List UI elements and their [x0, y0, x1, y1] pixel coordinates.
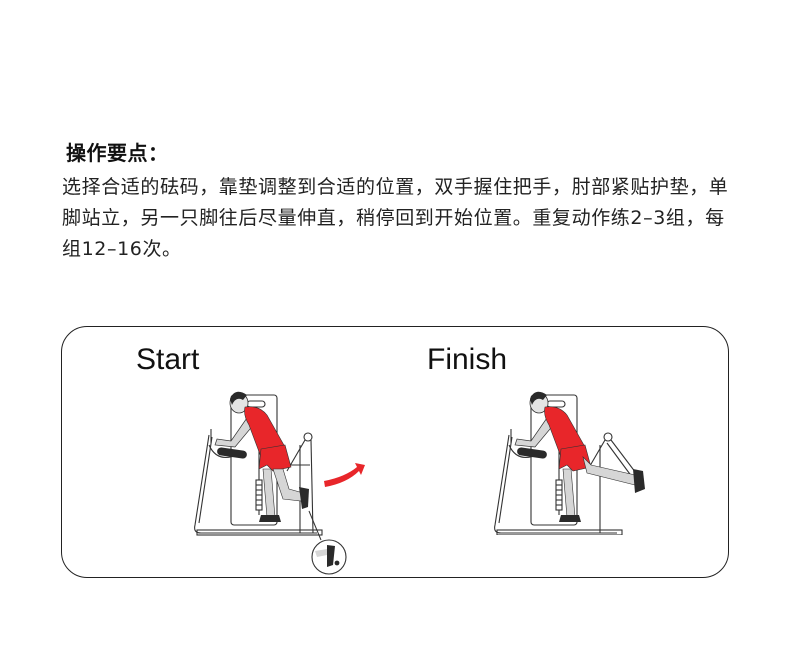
glute-kickback-start-icon	[194, 391, 365, 575]
finish-illustration	[487, 385, 727, 536]
section-heading: 操作要点：	[66, 141, 169, 165]
glute-kickback-finish-icon	[494, 391, 645, 536]
start-label: Start	[136, 343, 200, 376]
instructions-text: 选择合适的砝码，靠垫调整到合适的位置，双手握住把手，肘部紧贴护垫，单脚站立，另一…	[62, 176, 729, 260]
red-curved-arrow-icon	[324, 463, 365, 487]
start-illustration	[187, 385, 437, 575]
finish-label: Finish	[427, 343, 508, 376]
exercise-demo-panel: Start Finish	[61, 326, 729, 578]
